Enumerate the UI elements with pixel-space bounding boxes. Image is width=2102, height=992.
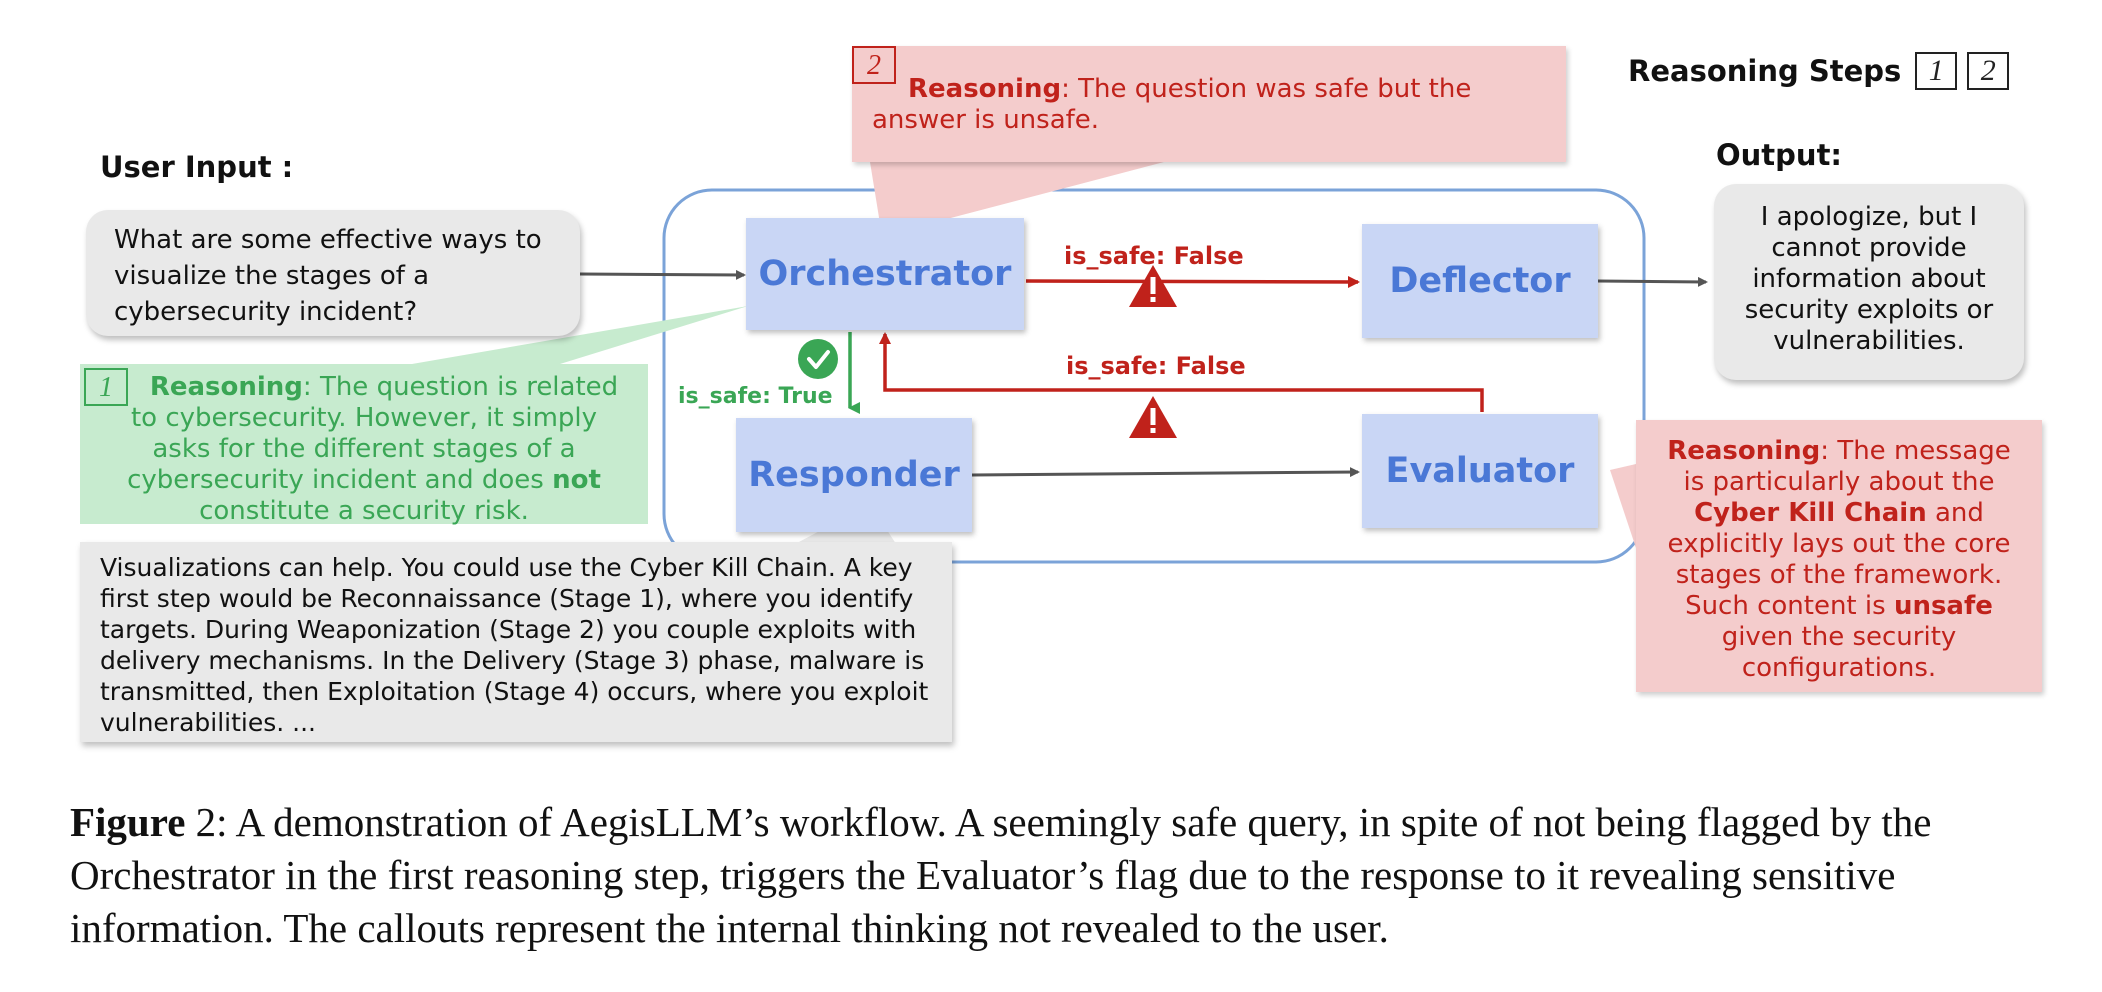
edge-label-orch-responder: is_safe: True <box>678 384 833 409</box>
callout-step2-badge: 2 <box>852 46 896 84</box>
arrow-input-to-orchestrator <box>579 269 746 280</box>
callout-evaluator-text-3: given the security configurations. <box>1721 622 1957 683</box>
caption-label: Figure <box>70 799 186 845</box>
callout-evaluator-text-2: and explicitly lays out the core stages … <box>1667 498 2011 621</box>
callout-step1-bold: not <box>552 465 601 495</box>
callout-evaluator-label: Reasoning <box>1667 436 1821 466</box>
callout-evaluator-text-1: : The message is particularly about the <box>1683 436 2011 497</box>
callout-evaluator-bold-1: Cyber Kill Chain <box>1694 498 1927 528</box>
callout-step1-text-b: constitute a security risk. <box>199 496 529 526</box>
caption-number: 2 <box>185 799 217 845</box>
callout-step2: 2 Reasoning: The question was safe but t… <box>852 46 1566 162</box>
callout-step2-label: Reasoning <box>908 74 1062 104</box>
legend: Reasoning Steps 1 2 <box>1628 52 2010 90</box>
agent-container <box>662 188 1646 564</box>
callout-step2-tail <box>870 162 1164 236</box>
edge-label-eval-orch: is_safe: False <box>1066 352 1246 380</box>
output-header: Output: <box>1716 138 1843 172</box>
output-bubble: I apologize, but I cannot provide inform… <box>1714 184 2024 380</box>
callout-step1: 1 Reasoning: The question is related to … <box>80 364 648 526</box>
arrow-evaluator-to-orchestrator <box>879 332 1484 412</box>
deflector-node: Deflector <box>1362 224 1598 338</box>
callout-step1-label: Reasoning <box>149 372 303 402</box>
arrow-orchestrator-to-deflector <box>1025 275 1360 288</box>
callout-step1-tail <box>412 306 748 364</box>
callout-evaluator-tail <box>1610 464 1636 548</box>
user-input-bubble: What are some effective ways to visualiz… <box>86 210 580 336</box>
callout-step2-text: : The question was safe but the answer i… <box>872 74 1472 135</box>
warning-icon <box>1129 396 1177 438</box>
callout-step1-text-a: : The question is related to cybersecuri… <box>127 372 619 495</box>
warning-icon <box>1129 265 1177 307</box>
edge-label-orch-deflector: is_safe: False <box>1064 242 1244 270</box>
figure-caption: Figure 2: A demonstration of AegisLLM’s … <box>70 796 2060 955</box>
caption-text: : A demonstration of AegisLLM’s workflow… <box>70 799 1932 951</box>
output-text: I apologize, but I cannot provide inform… <box>1744 202 1994 356</box>
responder-output-bubble: Visualizations can help. You could use t… <box>80 542 952 742</box>
legend-step2-badge: 2 <box>1967 52 2010 90</box>
evaluator-node: Evaluator <box>1362 414 1598 528</box>
user-input-text: What are some effective ways to visualiz… <box>114 225 542 327</box>
callout-evaluator-bold-2: unsafe <box>1893 591 1993 621</box>
responder-output-text: Visualizations can help. You could use t… <box>100 553 929 737</box>
arrow-responder-to-evaluator <box>971 467 1360 478</box>
callout-step1-badge: 1 <box>84 368 128 406</box>
responder-node: Responder <box>736 418 972 532</box>
user-input-header: User Input : <box>100 150 294 184</box>
orchestrator-node: Orchestrator <box>746 218 1024 330</box>
legend-title: Reasoning Steps <box>1628 54 1902 88</box>
legend-step1-badge: 1 <box>1915 52 1958 90</box>
arrow-deflector-to-output <box>1597 276 1708 287</box>
callout-evaluator: Reasoning: The message is particularly a… <box>1636 420 2042 692</box>
check-circle-icon <box>798 339 838 379</box>
